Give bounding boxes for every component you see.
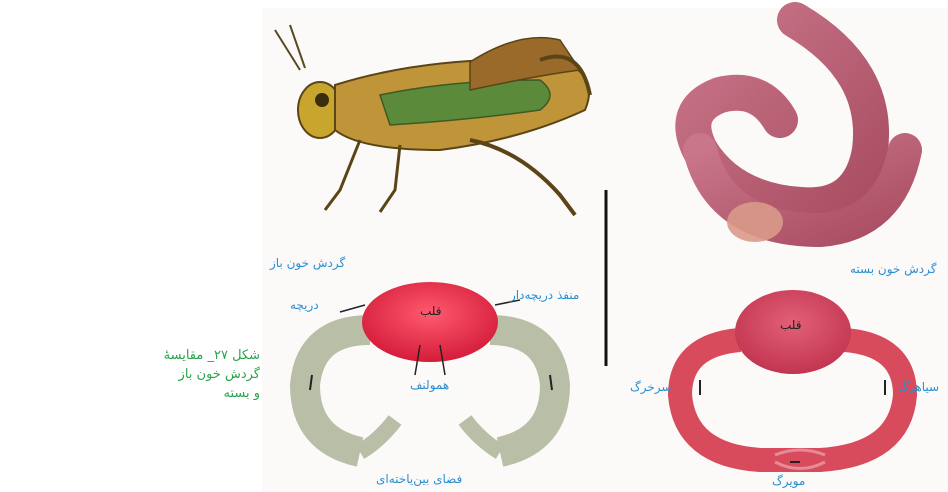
vein-label: سیاهرگ: [898, 380, 939, 394]
open-circulation-title: گردش خون باز: [270, 256, 345, 270]
caption-line-2: و بسته: [150, 384, 260, 403]
figure-caption: شکل ۲۷_ مقایسهٔ گردش خون باز و بسته: [150, 346, 260, 403]
capillary-label: مویرگ: [772, 474, 805, 488]
closed-circulation-diagram: [680, 290, 905, 469]
open-heart-label: قلب: [420, 304, 442, 318]
hemolymph-label: همولنف: [410, 378, 449, 392]
interstitial-space-label: فضای بین‌یاخته‌ای: [376, 472, 462, 486]
closed-circulation-title: گردش خون بسته: [850, 262, 936, 276]
grasshopper-illustration: [275, 25, 590, 215]
earthworm-illustration: [693, 20, 905, 242]
ostium-label: منفذ دریچه‌دار: [510, 288, 579, 302]
valve-label: دریچه: [290, 298, 319, 312]
artery-label: سرخرگ: [630, 380, 671, 394]
closed-heart-label: قلب: [780, 318, 802, 332]
caption-line-1: شکل ۲۷_ مقایسهٔ گردش خون باز: [150, 346, 260, 384]
